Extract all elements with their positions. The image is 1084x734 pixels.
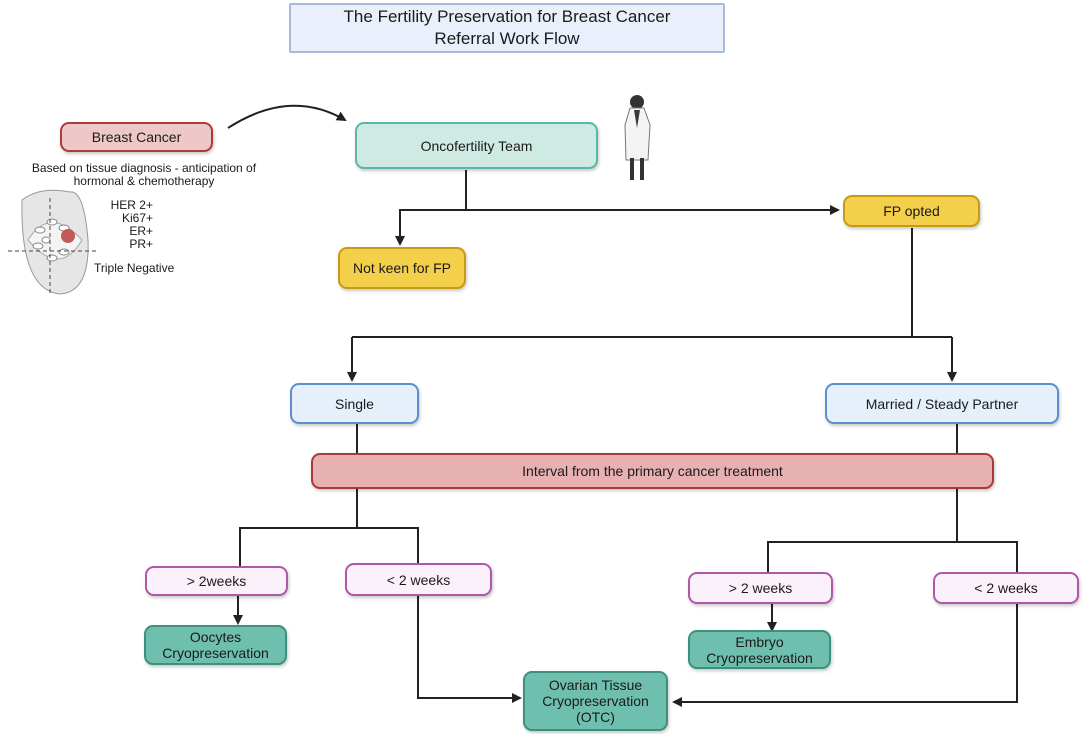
- married-label: Married / Steady Partner: [865, 395, 1019, 412]
- triple-negative-label: Triple Negative: [94, 261, 175, 275]
- oncofertility-team-box: Oncofertility Team: [355, 122, 598, 169]
- married-gt-2weeks-label: > 2 weeks: [728, 580, 793, 596]
- otc-line-3: (OTC): [576, 709, 615, 725]
- breast-anatomy-icon: [8, 189, 96, 296]
- interval-label: Interval from the primary cancer treatme…: [522, 463, 783, 479]
- not-keen-label: Not keen for FP: [352, 260, 452, 276]
- otc-line-1: Ovarian Tissue: [548, 677, 643, 693]
- single-lt-2weeks-label: < 2 weeks: [386, 571, 451, 588]
- fp-opted-label: FP opted: [883, 203, 940, 219]
- marker-her2: HER 2+: [110, 198, 153, 212]
- breast-cancer-label: Breast Cancer: [91, 129, 182, 145]
- line-interval-left: [239, 489, 358, 566]
- diagnosis-note: Based on tissue diagnosis - anticipation…: [8, 162, 280, 188]
- line-interval-right: [767, 489, 958, 572]
- oocytes-cryopreservation-box: Oocytes Cryopreservation: [144, 625, 287, 665]
- otc-line-2: Cryopreservation: [542, 693, 649, 709]
- interval-box: Interval from the primary cancer treatme…: [311, 453, 994, 489]
- diagnosis-line-1: Based on tissue diagnosis - anticipation…: [31, 161, 257, 175]
- fp-opted-box: FP opted: [843, 195, 980, 227]
- married-lt-2weeks-label: < 2 weeks: [974, 580, 1038, 596]
- marker-pr: PR+: [129, 237, 153, 251]
- not-keen-box: Not keen for FP: [338, 247, 466, 289]
- oocytes-line-2: Cryopreservation: [162, 645, 269, 661]
- arrow-lt2-married-to-otc: [672, 604, 1018, 707]
- breast-cancer-box: Breast Cancer: [60, 122, 213, 152]
- arrow-to-not-keen: [395, 209, 466, 246]
- marker-er: ER+: [129, 224, 153, 238]
- doctor-figure-icon: [624, 95, 651, 180]
- diagram-title: The Fertility Preservation for Breast Ca…: [289, 3, 725, 53]
- diagnosis-line-2: hormonal & chemotherapy: [73, 174, 215, 188]
- arrow-cancer-to-team: [227, 104, 347, 129]
- marker-ki67: Ki67+: [121, 211, 153, 225]
- arrow-lt2-single-to-otc: [417, 596, 522, 703]
- title-line-1: The Fertility Preservation for Breast Ca…: [343, 7, 671, 26]
- receptor-markers: HER 2+ Ki67+ ER+ PR+: [90, 199, 153, 251]
- single-gt-2weeks-label: > 2weeks: [186, 573, 247, 589]
- single-lt-2weeks-box: < 2 weeks: [345, 563, 492, 596]
- title-line-2: Referral Work Flow: [434, 29, 580, 48]
- embryo-line-1: Embryo: [735, 633, 784, 650]
- married-gt-2weeks-box: > 2 weeks: [688, 572, 833, 604]
- embryo-line-2: Cryopreservation: [706, 649, 813, 666]
- otc-box: Ovarian Tissue Cryopreservation (OTC): [523, 671, 668, 731]
- oocytes-line-1: Oocytes: [189, 629, 242, 645]
- married-lt-2weeks-box: < 2 weeks: [933, 572, 1079, 604]
- single-box: Single: [290, 383, 419, 424]
- single-label: Single: [335, 395, 374, 412]
- embryo-cryopreservation-box: Embryo Cryopreservation: [688, 630, 831, 669]
- line-interval-left-b: [357, 527, 419, 563]
- line-interval-right-b: [957, 541, 1018, 572]
- single-gt-2weeks-box: > 2weeks: [145, 566, 288, 596]
- oncofertility-team-label: Oncofertility Team: [420, 137, 533, 154]
- married-box: Married / Steady Partner: [825, 383, 1059, 424]
